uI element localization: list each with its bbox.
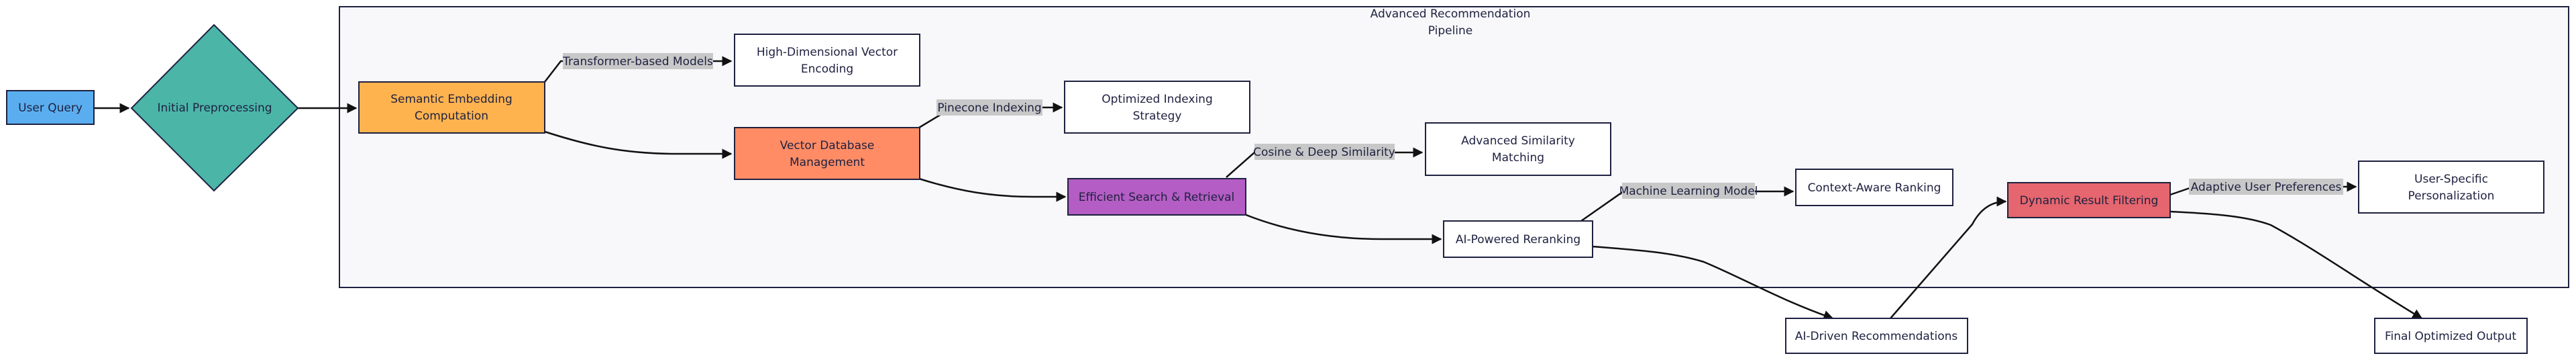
node-semantic-embedding-line2: Computation bbox=[415, 109, 488, 123]
node-optimized-indexing-line1: Optimized Indexing bbox=[1102, 93, 1213, 106]
cluster-title-line2: Pipeline bbox=[1428, 24, 1473, 38]
cluster-title-line1: Advanced Recommendation bbox=[1371, 7, 1531, 21]
node-ai-recommendations-label: AI-Driven Recommendations bbox=[1795, 330, 1958, 343]
edge-label-bg-transformer bbox=[563, 53, 713, 69]
node-hd-vector-encoding-line2: Encoding bbox=[801, 62, 853, 76]
node-user-query[interactable] bbox=[6, 90, 95, 125]
node-ai-recommendations[interactable] bbox=[1785, 318, 1968, 354]
edge-label-ml: Machine Learning Model bbox=[1619, 185, 1758, 198]
node-user-personalization-line1: User-Specific bbox=[2414, 173, 2488, 186]
node-dynamic-filtering-label: Dynamic Result Filtering bbox=[2020, 194, 2159, 208]
node-dynamic-filtering[interactable] bbox=[2007, 182, 2171, 218]
edge-embedding-to-vector-db bbox=[544, 130, 733, 159]
node-advanced-similarity-line2: Matching bbox=[1492, 151, 1544, 165]
node-efficient-search[interactable] bbox=[1067, 178, 1246, 216]
edge-label-bg-pinecone bbox=[936, 99, 1042, 116]
node-ai-reranking-label: AI-Powered Reranking bbox=[1456, 233, 1580, 246]
node-vector-db-line1: Vector Database bbox=[780, 139, 875, 152]
node-context-ranking-label: Context-Aware Ranking bbox=[1808, 181, 1941, 195]
node-advanced-similarity[interactable] bbox=[1425, 122, 1611, 176]
node-vector-db[interactable] bbox=[734, 127, 920, 180]
edge-search-to-reranking bbox=[1244, 213, 1442, 244]
node-semantic-embedding[interactable] bbox=[358, 81, 545, 134]
node-final-output[interactable] bbox=[2374, 318, 2528, 354]
edge-reranking-to-recommendations bbox=[1592, 245, 1834, 320]
node-ai-reranking[interactable] bbox=[1443, 220, 1593, 258]
node-semantic-embedding-line1: Semantic Embedding bbox=[390, 93, 513, 106]
edge-vector-db-to-search bbox=[918, 177, 1067, 202]
node-final-output-label: Final Optimized Output bbox=[2385, 330, 2516, 343]
node-user-query-label: User Query bbox=[18, 101, 83, 115]
edge-filtering-to-final-output bbox=[2169, 210, 2423, 320]
node-user-personalization-line2: Personalization bbox=[2408, 189, 2495, 203]
node-vector-db-line2: Management bbox=[790, 156, 865, 169]
node-hd-vector-encoding-line1: High-Dimensional Vector bbox=[757, 46, 898, 59]
node-initial-preprocessing-label: Initial Preprocessing bbox=[157, 101, 272, 115]
edge-label-bg-cosine bbox=[1254, 144, 1395, 160]
edge-label-transformer: Transformer-based Models bbox=[562, 55, 713, 69]
node-context-ranking[interactable] bbox=[1795, 169, 1953, 206]
node-hd-vector-encoding[interactable] bbox=[734, 34, 920, 87]
edge-label-bg-adaptive bbox=[2189, 179, 2343, 195]
node-optimized-indexing-line2: Strategy bbox=[1133, 109, 1182, 123]
edge-label-adaptive: Adaptive User Preferences bbox=[2191, 181, 2342, 194]
edge-label-cosine: Cosine & Deep Similarity bbox=[1253, 146, 1395, 159]
node-optimized-indexing[interactable] bbox=[1064, 81, 1250, 134]
edge-label-pinecone: Pinecone Indexing bbox=[937, 101, 1041, 115]
node-initial-preprocessing[interactable] bbox=[130, 24, 299, 192]
node-user-personalization[interactable] bbox=[2358, 161, 2544, 214]
node-advanced-similarity-line1: Advanced Similarity bbox=[1461, 134, 1575, 148]
edge-label-bg-ml bbox=[1622, 183, 1755, 199]
edge-recommendations-to-filtering bbox=[1890, 196, 2007, 319]
node-efficient-search-label: Efficient Search & Retrieval bbox=[1079, 191, 1235, 204]
